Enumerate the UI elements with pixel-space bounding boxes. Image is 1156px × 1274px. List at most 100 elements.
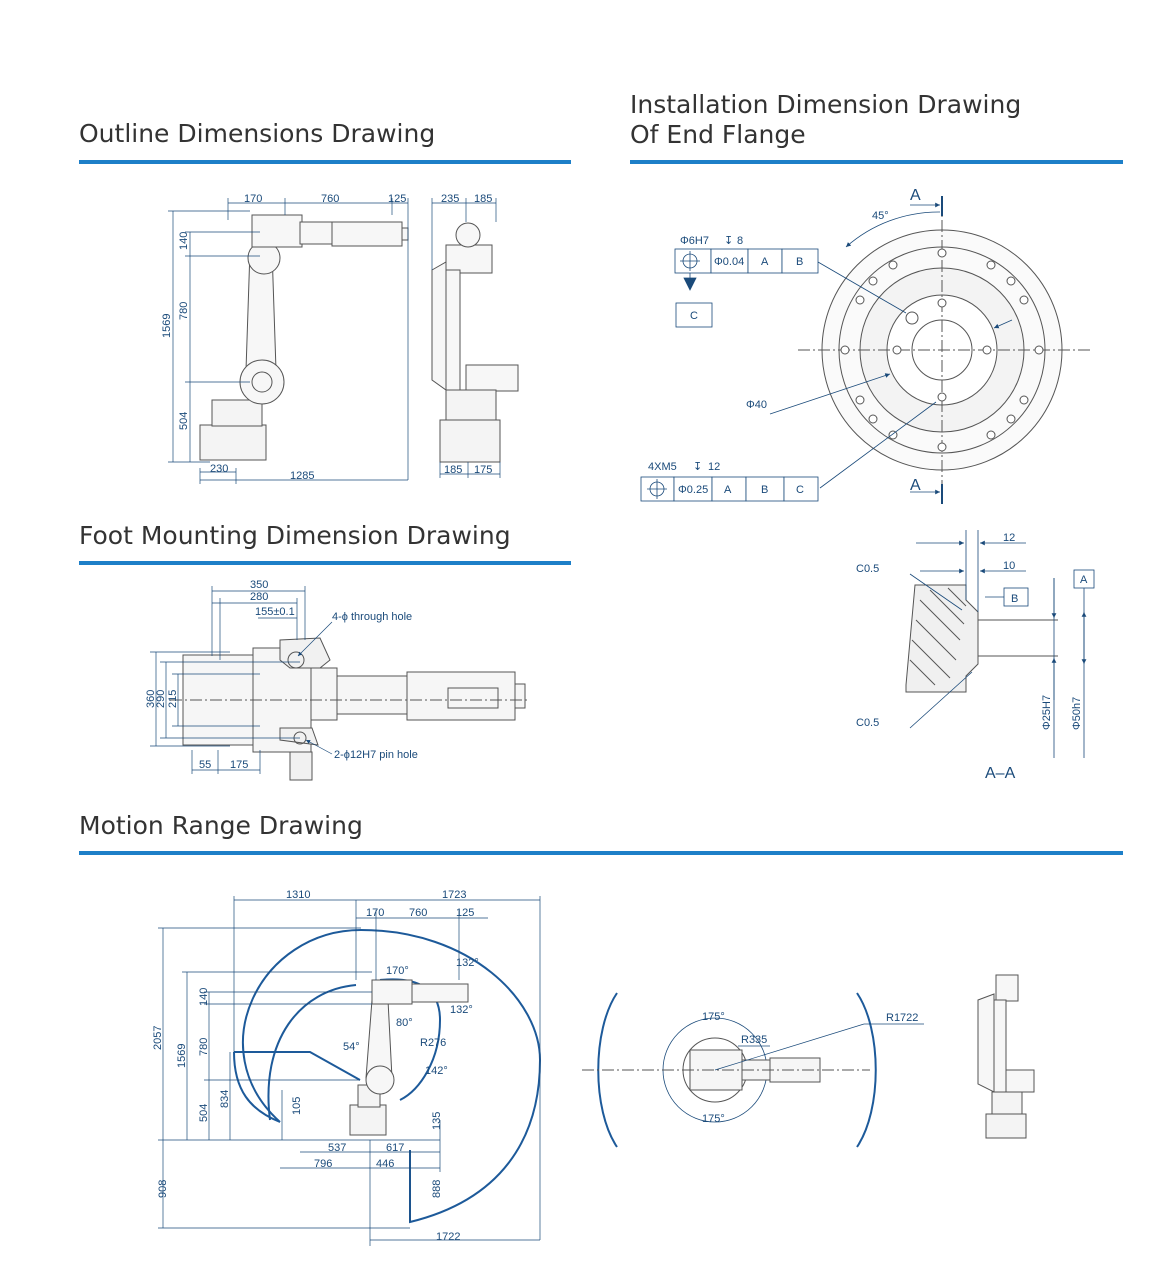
flange-hole1-depth: 8 — [737, 235, 743, 247]
flange-fcf2 — [640, 476, 819, 502]
motion-dim-1723: 1723 — [442, 889, 466, 901]
motion-dim-537: 537 — [328, 1142, 346, 1154]
flange-section-a-bottom: A — [910, 477, 921, 494]
motion-dim-1722: 1722 — [436, 1231, 460, 1243]
foot-rule — [79, 561, 571, 565]
foot-dim-55: 55 — [199, 759, 211, 771]
foot-dim-360: 360 — [145, 690, 157, 708]
motion-dim-135: 135 — [431, 1112, 443, 1130]
flange-hole2-depth: 12 — [708, 461, 720, 473]
flange-hole1-spec: Φ6H7 — [680, 235, 709, 247]
section-dim-12: 12 — [1003, 532, 1015, 544]
motion-dim-1569: 1569 — [176, 1044, 188, 1068]
motion-dim-140: 140 — [198, 988, 210, 1006]
flange-title-line1: Installation Dimension Drawing — [630, 90, 1022, 119]
motion-robot — [349, 979, 469, 1136]
section-dia-50h7: Φ50h7 — [1071, 697, 1083, 730]
section-datum-b: B — [1011, 593, 1018, 605]
outline-title: Outline Dimensions Drawing — [79, 119, 436, 148]
foot-dim-155: 155±0.1 — [255, 606, 295, 618]
motion-radius-276: R276 — [420, 1037, 446, 1049]
foot-dim-175: 175 — [230, 759, 248, 771]
motion-dim-834: 834 — [219, 1090, 231, 1108]
motion-angle-132-bottom: 132° — [450, 1004, 473, 1016]
outline-dim-230: 230 — [210, 463, 228, 475]
motion-top-angle-bottom: 175° — [702, 1113, 725, 1125]
outline-side-dims — [431, 198, 501, 478]
flange-datum-c: C — [690, 310, 698, 322]
section-dia-25h7: Φ25H7 — [1041, 695, 1053, 730]
outline-rule — [79, 160, 571, 164]
flange-depth-symbol-2: ↧ — [693, 461, 702, 473]
motion-angle-132-top: 132° — [456, 957, 479, 969]
motion-dim-908: 908 — [157, 1180, 169, 1198]
outline-dim-140: 140 — [178, 232, 190, 250]
flange-fcf2-datum-b: B — [761, 484, 768, 496]
outline-dim-760: 760 — [321, 193, 339, 205]
motion-top-r1722: R1722 — [886, 1012, 918, 1024]
outline-side-dim-185-top: 185 — [474, 193, 492, 205]
flange-rule — [630, 160, 1123, 164]
motion-dim-2057: 2057 — [152, 1026, 164, 1050]
motion-dim-796: 796 — [314, 1158, 332, 1170]
motion-top-r335: R335 — [741, 1034, 767, 1046]
flange-fcf2-datum-c: C — [796, 484, 804, 496]
foot-dim-215: 215 — [167, 690, 179, 708]
motion-dim-446: 446 — [376, 1158, 394, 1170]
motion-angle-170: 170° — [386, 965, 409, 977]
section-chamfer-bottom: C0.5 — [856, 717, 879, 729]
section-dim-10: 10 — [1003, 560, 1015, 572]
foot-view — [170, 637, 530, 781]
motion-dim-125: 125 — [456, 907, 474, 919]
flange-fcf1 — [674, 248, 819, 328]
flange-annotations — [769, 196, 1013, 504]
flange-dia-40: Φ40 — [746, 399, 767, 411]
flange-fcf2-datum-a: A — [724, 484, 732, 496]
outline-dim-1285: 1285 — [290, 470, 314, 482]
motion-title: Motion Range Drawing — [79, 811, 363, 840]
outline-dim-780: 780 — [178, 302, 190, 320]
outline-side-dim-185: 185 — [444, 464, 462, 476]
foot-dim-290: 290 — [155, 690, 167, 708]
section-dims — [909, 530, 1095, 758]
outline-side-dim-235: 235 — [441, 193, 459, 205]
flange-fcf2-tol: Φ0.25 — [678, 484, 708, 496]
motion-top-robot — [582, 1017, 870, 1123]
section-title-aa: A–A — [985, 765, 1016, 782]
outline-dim-504: 504 — [178, 412, 190, 430]
motion-dim-1310: 1310 — [286, 889, 310, 901]
flange-fcf1-datum-a: A — [761, 256, 769, 268]
outline-side-dim-175: 175 — [474, 464, 492, 476]
motion-dims — [158, 896, 541, 1246]
flange-holes — [840, 248, 1044, 452]
flange-fcf1-tol: Φ0.04 — [714, 256, 744, 268]
foot-title: Foot Mounting Dimension Drawing — [79, 521, 511, 550]
motion-side-robot — [977, 974, 1035, 1139]
foot-pin-hole: 2-ϕ12H7 pin hole — [334, 749, 418, 761]
motion-dim-105: 105 — [291, 1097, 303, 1115]
motion-angle-80: 80° — [396, 1017, 413, 1029]
motion-dim-888: 888 — [431, 1180, 443, 1198]
flange-depth-symbol-1: ↧ — [724, 235, 733, 247]
section-chamfer-top: C0.5 — [856, 563, 879, 575]
motion-dim-617: 617 — [386, 1142, 404, 1154]
foot-dim-350: 350 — [250, 579, 268, 591]
foot-dims — [150, 586, 333, 774]
outline-front-view — [199, 214, 409, 461]
motion-top-angle-top: 175° — [702, 1011, 725, 1023]
flange-hole2-spec: 4XM5 — [648, 461, 677, 473]
motion-dim-170: 170 — [366, 907, 384, 919]
flange-title-line2: Of End Flange — [630, 120, 806, 149]
outline-dim-125: 125 — [388, 193, 406, 205]
foot-through-hole: 4-ϕ through hole — [332, 611, 412, 623]
outline-side-view — [431, 222, 519, 463]
flange-angle-45: 45° — [872, 210, 889, 222]
motion-dim-504: 504 — [198, 1104, 210, 1122]
section-datum-a: A — [1080, 574, 1088, 586]
outline-front-dims — [168, 198, 409, 484]
motion-top-dims — [714, 1023, 924, 1071]
motion-rule — [79, 851, 1123, 855]
section-view — [905, 584, 1058, 693]
flange-fcf1-datum-b: B — [796, 256, 803, 268]
